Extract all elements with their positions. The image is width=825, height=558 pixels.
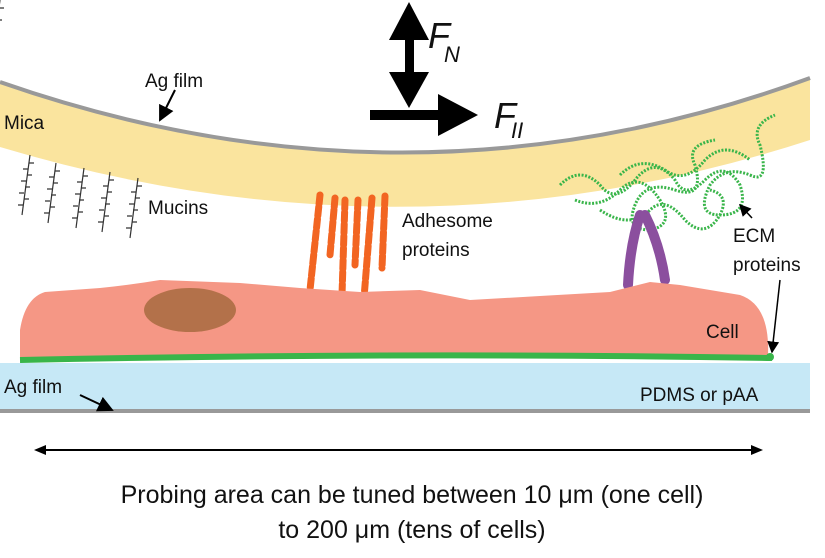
- force-parallel-subscript: II: [511, 118, 523, 143]
- integrin: [623, 210, 670, 290]
- force-parallel-arrow: [370, 94, 478, 136]
- substrate-label: PDMS or pAA: [640, 385, 759, 406]
- ecm-base-layer: [19, 352, 773, 363]
- adhesome-proteins: [306, 191, 389, 302]
- ag-film-bottom-pointer: [79, 394, 114, 412]
- ag-film-bottom-label: Ag film: [4, 377, 62, 398]
- ecm-label-line2: proteins: [733, 255, 801, 276]
- caption-line2: to 200 μm (tens of cells): [278, 516, 545, 544]
- cell-label: Cell: [706, 322, 739, 343]
- force-normal-label: F: [428, 15, 452, 56]
- probing-range-arrow: [34, 445, 763, 455]
- ag-film-top-line: [0, 76, 811, 155]
- mucins: [0, 0, 143, 239]
- ecm-dot: [766, 353, 774, 361]
- cell-body: [20, 280, 769, 358]
- nucleus: [144, 288, 236, 332]
- ecm-bottom-pointer: [767, 279, 781, 354]
- substrate: [0, 363, 810, 410]
- mucins-label: Mucins: [148, 198, 208, 219]
- ecm-pointer: [738, 203, 753, 219]
- ag-film-top-pointer: [159, 89, 176, 122]
- adhesome-label-line1: Adhesome: [402, 211, 493, 232]
- mica-label: Mica: [4, 113, 45, 134]
- force-normal-arrow: [389, 2, 429, 108]
- ecm-label-line1: ECM: [733, 226, 775, 247]
- ag-film-top-label: Ag film: [145, 71, 203, 92]
- adhesome-label-line2: proteins: [402, 240, 470, 261]
- force-parallel-label: F: [494, 95, 518, 136]
- caption-line1: Probing area can be tuned between 10 μm …: [121, 481, 704, 509]
- mica-layer: [0, 78, 810, 207]
- force-normal-subscript: N: [444, 42, 460, 67]
